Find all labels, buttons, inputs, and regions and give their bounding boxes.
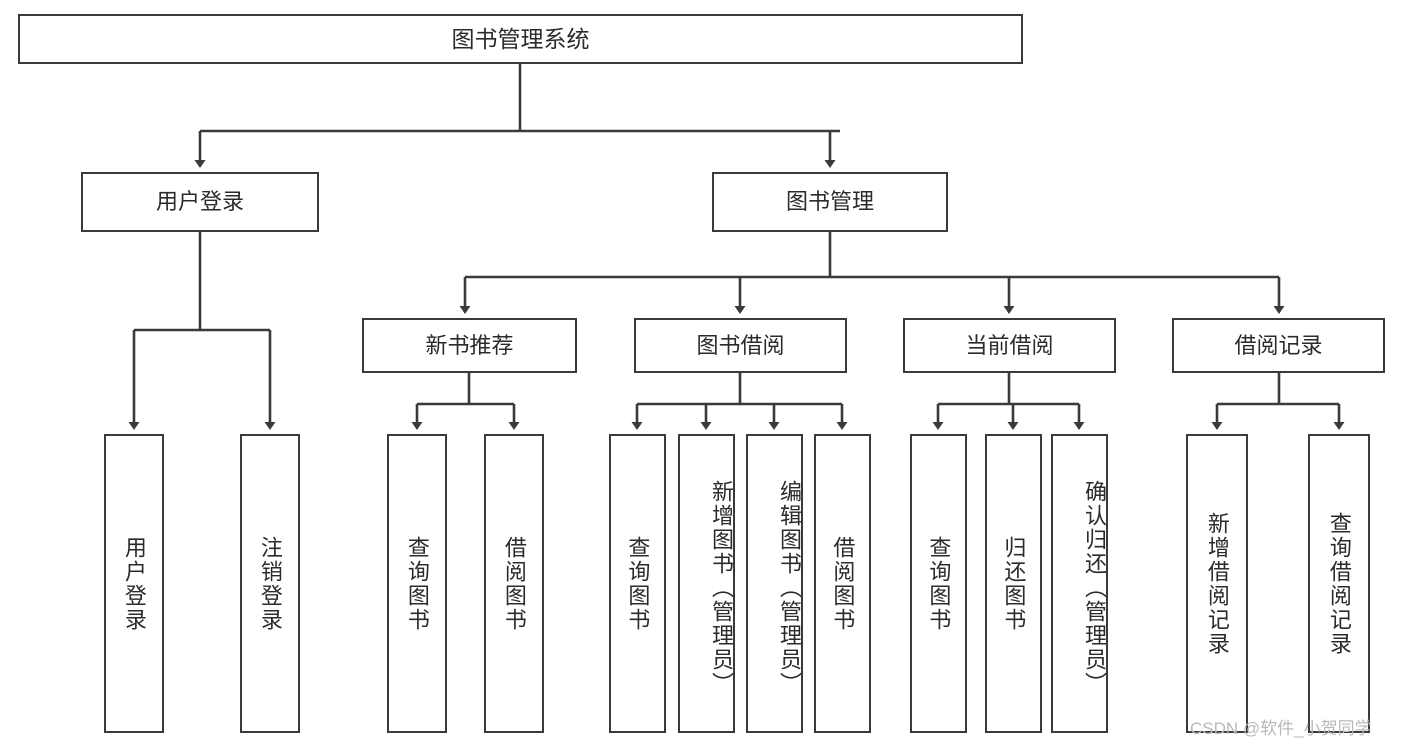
node-user-login[interactable]: 用户登录 <box>81 172 319 232</box>
leaf-edit-book-admin[interactable]: 编辑图书（管理员） <box>746 434 803 733</box>
node-book-management[interactable]: 图书管理 <box>712 172 948 232</box>
leaf-query-book-recommend[interactable]: 查询图书 <box>387 434 447 733</box>
leaf-borrow-book-recommend[interactable]: 借阅图书 <box>484 434 544 733</box>
node-current-borrow[interactable]: 当前借阅 <box>903 318 1116 373</box>
leaf-add-book-admin[interactable]: 新增图书（管理员） <box>678 434 735 733</box>
leaf-query-book-current[interactable]: 查询图书 <box>910 434 967 733</box>
node-new-book-recommend[interactable]: 新书推荐 <box>362 318 577 373</box>
leaf-logout-login[interactable]: 注销登录 <box>240 434 300 733</box>
leaf-query-borrow-record[interactable]: 查询借阅记录 <box>1308 434 1370 733</box>
node-root[interactable]: 图书管理系统 <box>18 14 1023 64</box>
leaf-user-login[interactable]: 用户登录 <box>104 434 164 733</box>
leaf-add-borrow-record[interactable]: 新增借阅记录 <box>1186 434 1248 733</box>
node-borrow-record[interactable]: 借阅记录 <box>1172 318 1385 373</box>
leaf-query-book-borrow[interactable]: 查询图书 <box>609 434 666 733</box>
leaf-confirm-return-admin[interactable]: 确认归还（管理员） <box>1051 434 1108 733</box>
csdn-watermark: CSDN @软件_小贺同学 <box>1190 719 1372 738</box>
leaf-return-book[interactable]: 归还图书 <box>985 434 1042 733</box>
leaf-borrow-book[interactable]: 借阅图书 <box>814 434 871 733</box>
node-book-borrow[interactable]: 图书借阅 <box>634 318 847 373</box>
